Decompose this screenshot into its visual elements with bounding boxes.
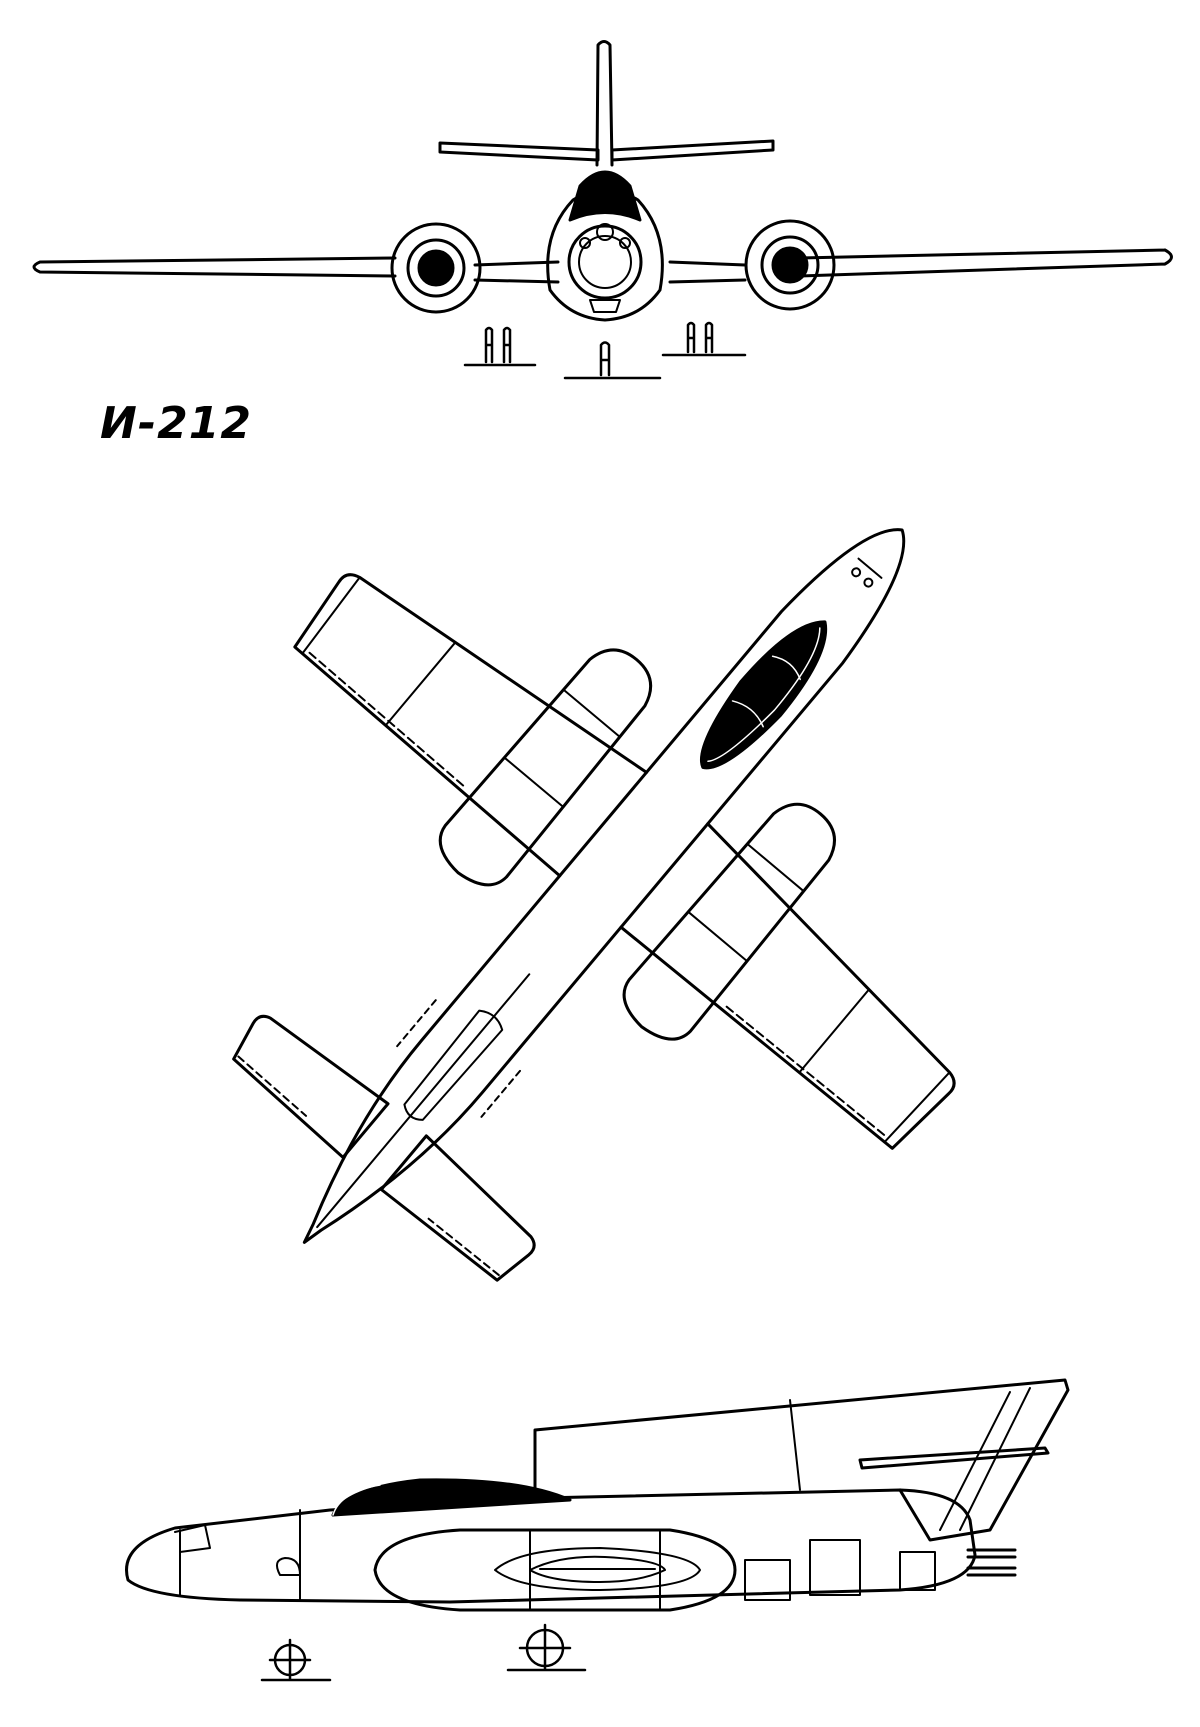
side-canopy	[331, 1478, 572, 1517]
front-right-engine	[744, 219, 836, 311]
front-vertical-fin	[595, 40, 614, 167]
top-left-engine-nacelle	[438, 648, 653, 887]
side-tail-guns	[966, 1548, 1017, 1577]
front-nose-intake	[567, 224, 643, 300]
top-left-stabilizer	[232, 1014, 390, 1159]
top-right-stabilizer	[379, 1134, 536, 1282]
front-canopy	[568, 170, 642, 222]
side-view	[125, 1378, 1070, 1682]
top-left-wing	[293, 573, 648, 878]
top-view	[232, 528, 956, 1282]
side-horizontal-stabilizer	[858, 1446, 1050, 1470]
front-view	[32, 40, 1173, 380]
front-wing	[32, 248, 1173, 284]
front-fuselage	[546, 188, 664, 322]
front-left-engine	[390, 222, 482, 314]
front-horizontal-stabilizer	[438, 139, 775, 162]
front-landing-gear	[463, 321, 747, 380]
top-fuselage	[302, 528, 906, 1244]
top-right-engine-nacelle	[622, 802, 836, 1041]
top-canopy	[700, 620, 828, 770]
side-fuselage	[125, 1488, 977, 1604]
aircraft-designation-label: И-212	[100, 398, 252, 449]
side-engine-nacelle	[373, 1528, 737, 1612]
top-right-wing	[619, 822, 956, 1150]
side-landing-gear	[260, 1623, 587, 1682]
